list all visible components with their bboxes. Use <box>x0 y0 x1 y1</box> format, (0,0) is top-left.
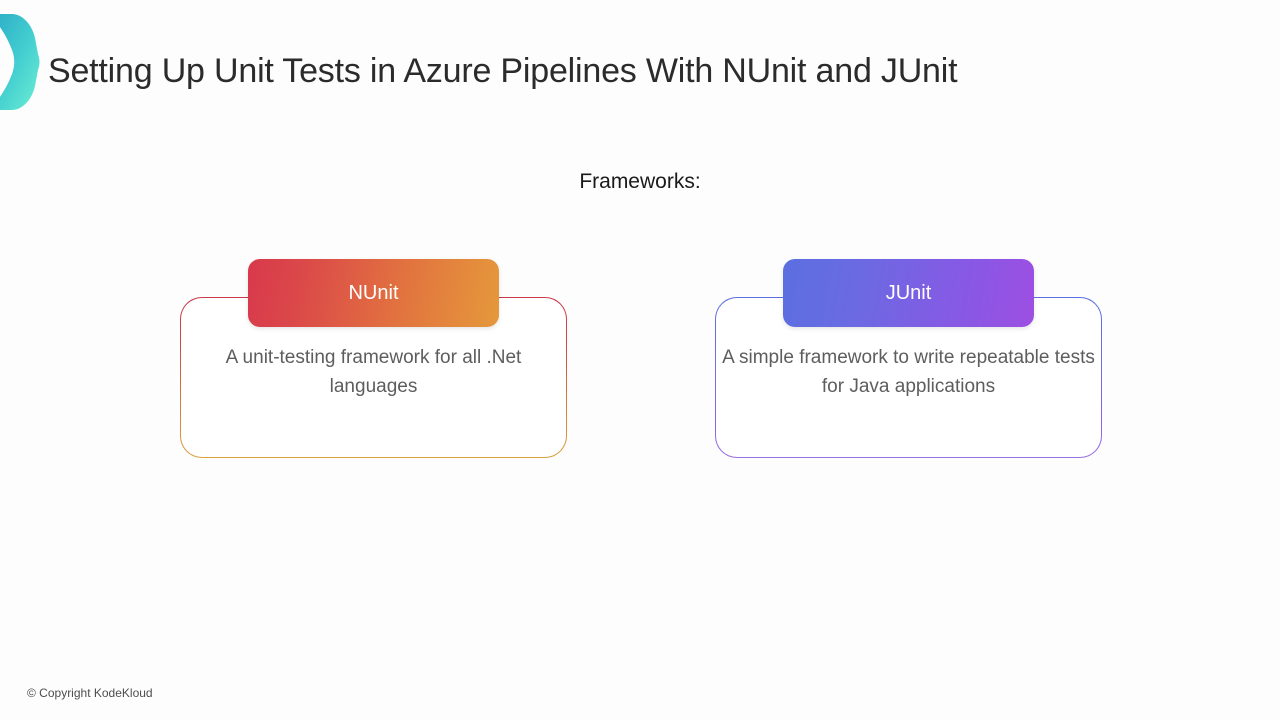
footer-copyright: © Copyright KodeKloud <box>27 686 153 700</box>
page-title: Setting Up Unit Tests in Azure Pipelines… <box>48 52 958 90</box>
framework-name-junit: JUnit <box>885 281 932 304</box>
framework-name-nunit: NUnit <box>348 281 399 304</box>
framework-description-junit: A simple framework to write repeatable t… <box>722 347 1095 397</box>
chevron-right-logo-icon <box>0 14 40 110</box>
framework-header-nunit: NUnit <box>248 259 499 327</box>
card-border-junit <box>715 297 1102 458</box>
section-label-frameworks: Frameworks: <box>579 170 701 193</box>
framework-description-nunit: A unit-testing framework for all .Net la… <box>225 347 522 397</box>
kodekloud-logo <box>0 12 42 112</box>
framework-header-junit: JUnit <box>783 259 1034 327</box>
